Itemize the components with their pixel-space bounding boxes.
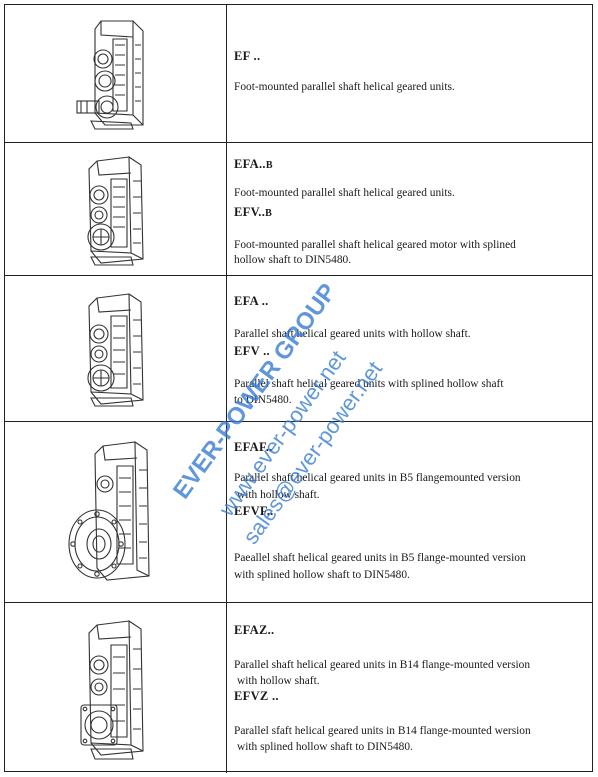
table-row: EFAF.. Parallel shaft helical geared uni… [5, 422, 592, 603]
model-description: with hollow shaft. [237, 675, 320, 687]
gear-unit-image [5, 422, 227, 602]
model-description: Parallel shaft helical geared units with… [234, 328, 471, 340]
model-description: with splined hollow shaft to DIN5480. [234, 569, 410, 581]
gearbox-drawing-icon [80, 620, 144, 760]
model-description: Parallel shaft helical geared units in B… [234, 472, 521, 484]
model-code: EFAZ.. [234, 623, 275, 637]
model-description: hollow shaft to DIN5480. [234, 254, 352, 266]
model-description: Parallel shaft helical geared units with… [234, 378, 504, 390]
gear-unit-image [5, 143, 227, 275]
model-description: Foot-mounted parallel shaft helical gear… [234, 187, 455, 199]
table-row: EFAZ.. Parallel shaft helical geared uni… [5, 603, 592, 773]
gearbox-drawing-icon [87, 293, 144, 407]
gearbox-drawing-icon [87, 156, 144, 266]
table-row: EFA..B Foot-mounted parallel shaft helic… [5, 143, 592, 276]
model-code: EFV .. [234, 344, 270, 358]
model-description: with hollow shaft. [237, 489, 320, 501]
model-description: Parallel shaft helical geared units in B… [234, 659, 531, 671]
table-row: EF .. Foot-mounted parallel shaft helica… [5, 5, 592, 143]
model-code: EFAF.. [234, 440, 273, 454]
model-description: Parallel sfaft helical geared units in B… [234, 725, 531, 737]
model-code: EF .. [234, 49, 261, 63]
model-code: EFVZ .. [234, 689, 279, 703]
gear-unit-image [5, 276, 227, 421]
gearbox-drawing-icon [76, 20, 144, 130]
model-code: EFVF.. [234, 504, 274, 518]
model-description: Paeallel shaft helical geared units in B… [234, 552, 526, 564]
gearbox-drawing-icon [68, 441, 150, 581]
gear-unit-image [5, 5, 227, 142]
model-code: EFA .. [234, 294, 269, 308]
model-description: Foot-mounted parallel shaft helical gear… [234, 239, 516, 251]
table-row: EFA .. Parallel shaft helical geared uni… [5, 276, 592, 422]
model-description: Foot-mounted parallel shaft helical gear… [234, 81, 455, 93]
product-table: EF .. Foot-mounted parallel shaft helica… [4, 4, 593, 773]
model-code: EFV..B [234, 205, 273, 219]
model-description: to DIN5480. [234, 394, 292, 406]
gear-unit-image [5, 603, 227, 773]
model-code: EFA..B [234, 157, 273, 171]
model-description: with splined hollow shaft to DIN5480. [237, 741, 413, 753]
